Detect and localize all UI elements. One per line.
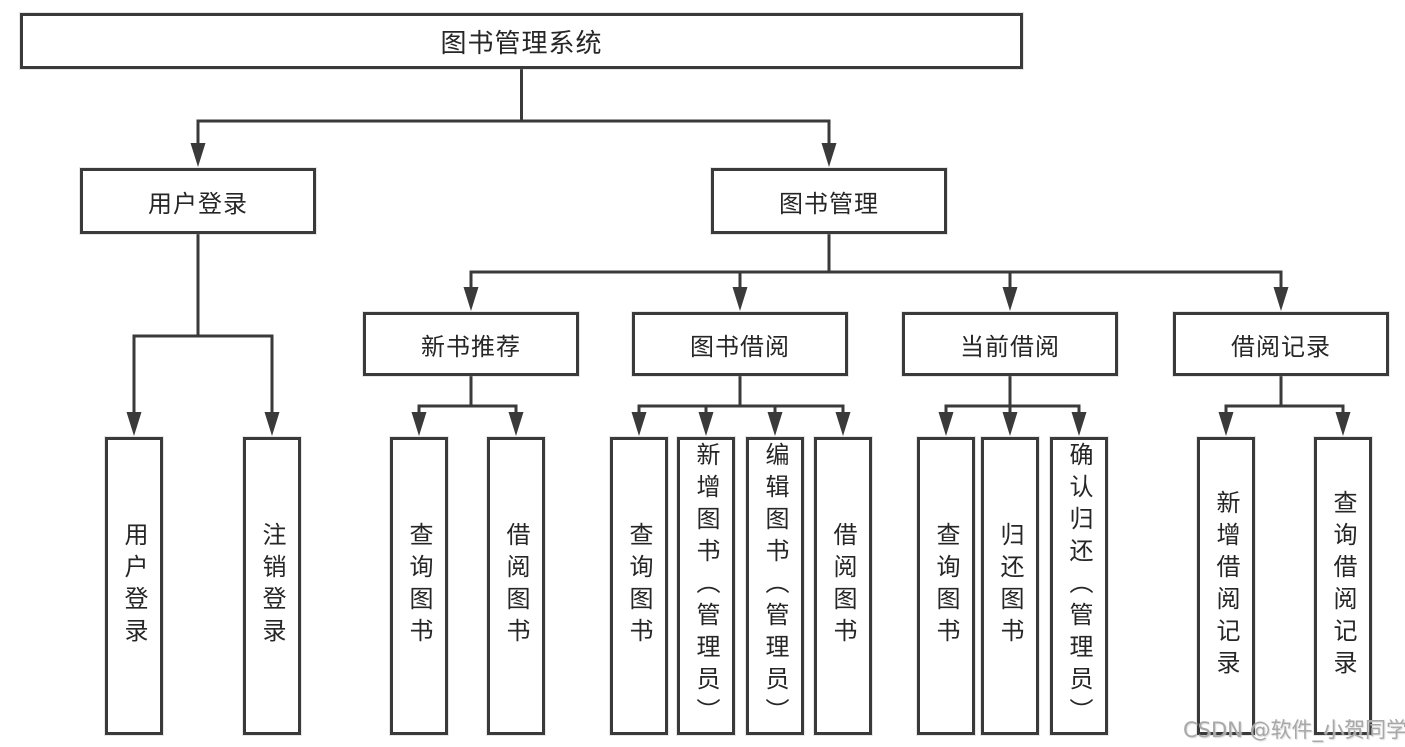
node-library-management-system: 图书管理系统 (20, 13, 1023, 69)
node-label: 注销登录 (258, 522, 286, 650)
node-user-login-branch: 用户登录 (80, 168, 316, 234)
node-label: 归还图书 (996, 522, 1024, 650)
node-query-books-current: 查询图书 (917, 437, 975, 735)
node-label: 编辑图书（管理员） (761, 442, 789, 730)
node-book-management-branch: 图书管理 (711, 168, 947, 234)
node-add-books-admin: 新增图书（管理员） (677, 437, 735, 735)
connector-newbook-to-children (417, 374, 518, 418)
node-return-books: 归还图书 (981, 437, 1039, 735)
node-label: 确认归还（管理员） (1065, 442, 1093, 730)
node-add-borrow-record: 新增借阅记录 (1197, 437, 1255, 735)
node-query-books-borrowing: 查询图书 (610, 437, 668, 735)
node-book-borrowing: 图书借阅 (632, 312, 848, 376)
node-borrow-books-leaf: 借阅图书 (814, 437, 872, 735)
node-label: 查询图书 (625, 522, 653, 650)
node-edit-books-admin: 编辑图书（管理员） (746, 437, 804, 735)
node-label: 用户登录 (120, 522, 148, 650)
connector-bookmgmt-to-level3 (469, 232, 1283, 293)
connector-borrow-to-children (637, 374, 845, 418)
node-label: 新增图书（管理员） (692, 442, 720, 730)
node-label: 借阅图书 (829, 522, 857, 650)
node-label: 查询借阅记录 (1329, 490, 1357, 682)
node-current-borrowing: 当前借阅 (902, 312, 1118, 376)
node-borrow-books-recommend: 借阅图书 (487, 437, 545, 735)
node-query-books-recommend: 查询图书 (390, 437, 448, 735)
csdn-watermark: CSDN @软件_小贺同学 (1183, 718, 1405, 742)
connector-records-to-children (1224, 374, 1345, 418)
node-logout: 注销登录 (243, 437, 301, 735)
connector-current-to-children (944, 374, 1081, 418)
node-new-book-recommendation: 新书推荐 (363, 312, 579, 376)
node-borrowing-records: 借阅记录 (1173, 312, 1389, 376)
node-query-borrow-record: 查询借阅记录 (1314, 437, 1372, 735)
node-label: 查询图书 (405, 522, 433, 650)
connector-userlogin-to-children (132, 232, 274, 418)
node-label: 借阅图书 (502, 522, 530, 650)
node-label: 查询图书 (932, 522, 960, 650)
node-confirm-return-admin: 确认归还（管理员） (1050, 437, 1108, 735)
node-label: 新增借阅记录 (1212, 490, 1240, 682)
node-user-login-leaf: 用户登录 (105, 437, 163, 735)
connector-root-to-level2 (196, 67, 831, 149)
